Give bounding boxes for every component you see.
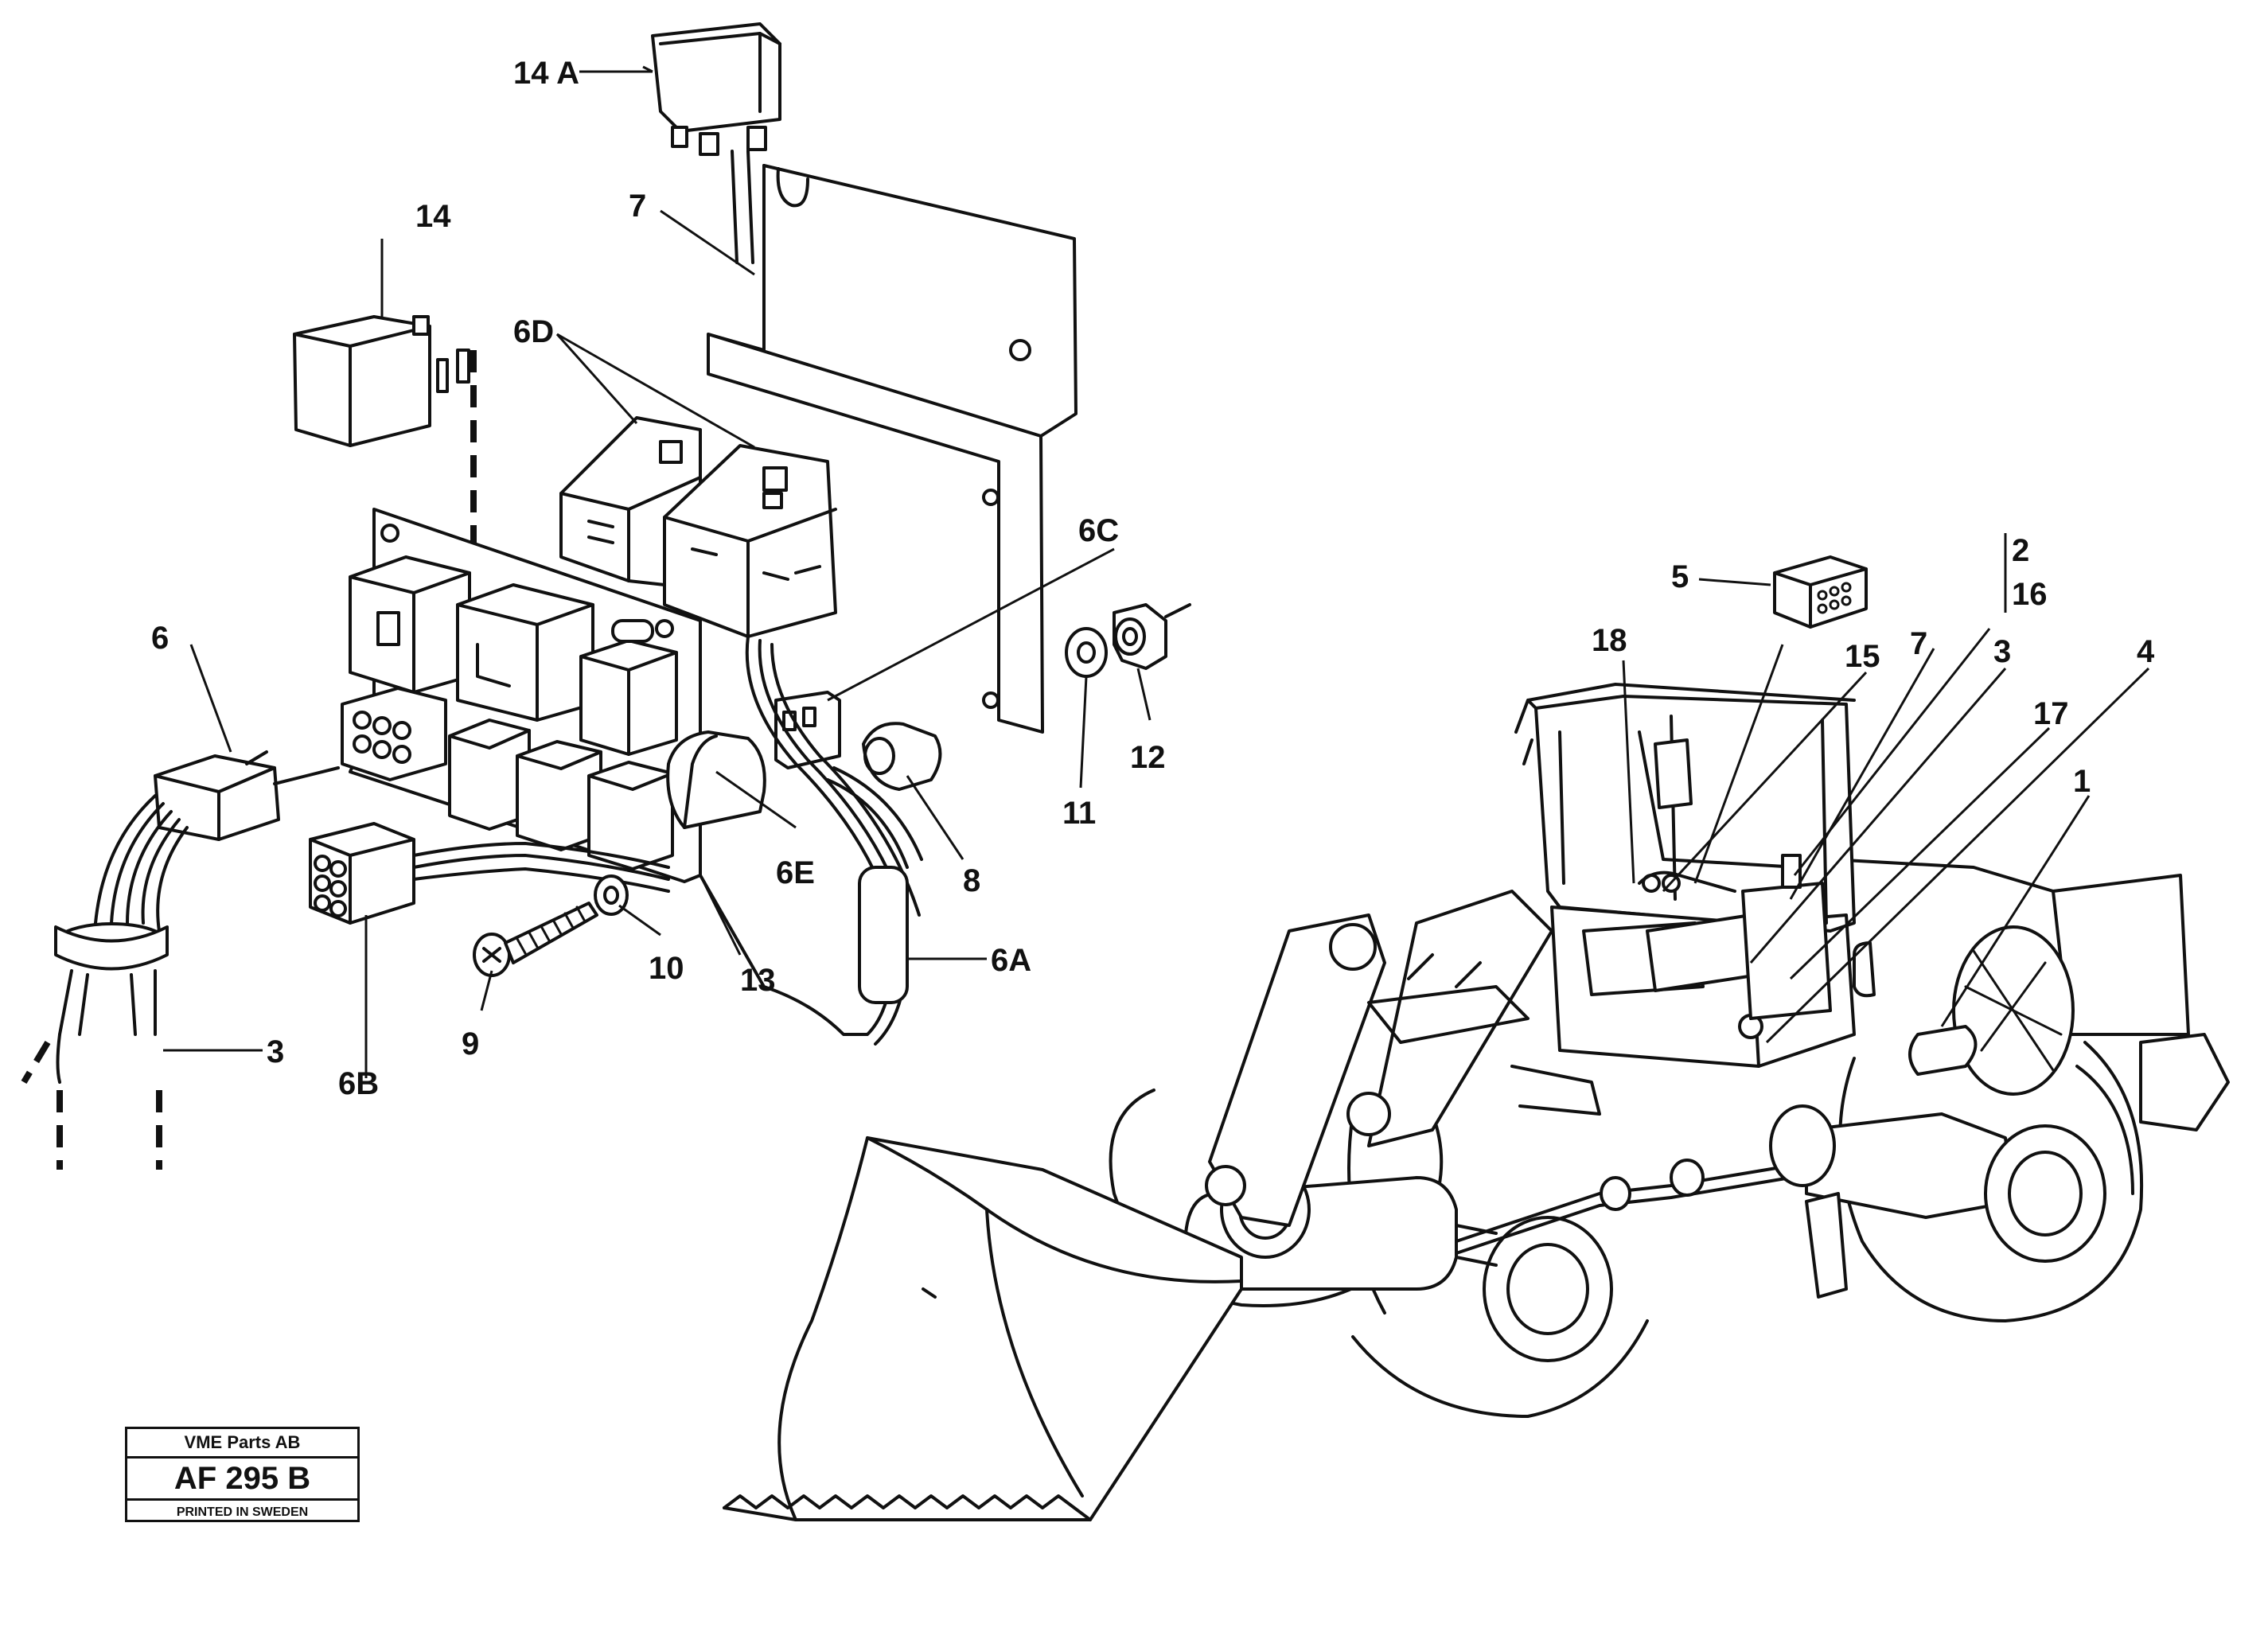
callout-labels: 14 A 14 7 6D 6C 6 3 6B 9 10 13 6E 8 6A 1… — [151, 56, 2155, 1101]
title-stamp: VME Parts AB AF 295 B PRINTED IN SWEDEN — [125, 1427, 360, 1522]
callout-6b: 6B — [338, 1066, 379, 1101]
callout-7-top: 7 — [629, 189, 646, 224]
callout-14: 14 — [415, 199, 451, 234]
callout-17: 17 — [2033, 696, 2069, 731]
harness-6 — [21, 750, 340, 1170]
callout-4: 4 — [2137, 634, 2155, 669]
connector-5 — [1773, 555, 1868, 629]
callout-5: 5 — [1671, 559, 1689, 594]
callout-2: 2 — [2012, 533, 2029, 568]
grommet-8 — [862, 722, 942, 791]
relay-14a — [651, 22, 781, 264]
callout-18: 18 — [1592, 623, 1627, 658]
callout-3-right: 3 — [1993, 634, 2011, 669]
washer-11 — [1065, 627, 1108, 678]
callout-11: 11 — [1062, 796, 1096, 831]
relay-board — [341, 508, 702, 883]
callout-6d: 6D — [513, 314, 554, 349]
callout-6a: 6A — [991, 943, 1031, 978]
callout-14a: 14 A — [513, 56, 579, 91]
callout-8: 8 — [963, 863, 980, 898]
cable-cap-6e — [666, 730, 766, 829]
nut-12 — [1113, 603, 1191, 670]
callout-6: 6 — [151, 621, 169, 656]
harness-6a — [699, 635, 923, 1046]
callout-12: 12 — [1130, 740, 1166, 775]
callout-6c: 6C — [1078, 513, 1119, 548]
relay-14 — [293, 315, 477, 684]
callout-9: 9 — [462, 1026, 479, 1061]
screw-9 — [473, 902, 598, 977]
leader-lines — [163, 65, 2150, 1078]
callout-6e: 6E — [776, 855, 815, 890]
callout-16: 16 — [2012, 577, 2048, 612]
mounting-bracket — [707, 164, 1077, 734]
callout-1: 1 — [2073, 764, 2091, 799]
callout-15: 15 — [1845, 639, 1880, 674]
callout-7-right: 7 — [1910, 626, 1927, 661]
relay-socket-6d — [559, 416, 837, 638]
stamp-company: VME Parts AB — [127, 1429, 357, 1459]
stamp-printed: PRINTED IN SWEDEN — [176, 1505, 309, 1519]
washer-10 — [594, 874, 629, 916]
stamp-doc-number: AF 295 B — [127, 1459, 357, 1501]
callout-10: 10 — [649, 951, 684, 986]
callout-13: 13 — [740, 963, 776, 998]
wheel-loader — [723, 683, 2230, 1521]
connector-6b — [309, 822, 670, 925]
callout-3-left: 3 — [267, 1034, 284, 1069]
